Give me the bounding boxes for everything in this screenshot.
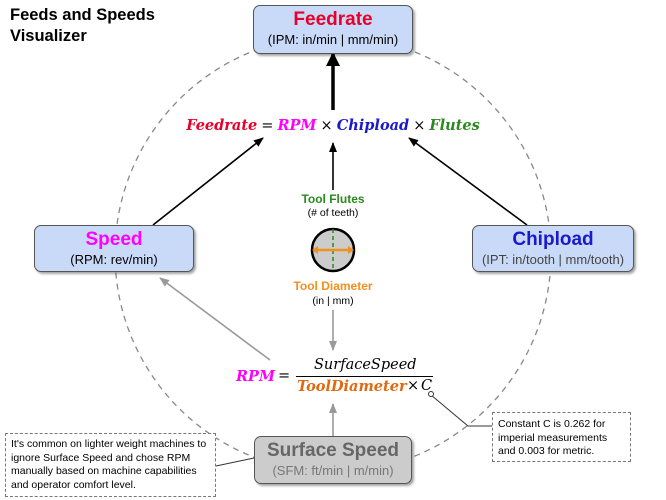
speed-label: Speed — [85, 229, 143, 250]
rpm-formula-rpm-term: RPM — [236, 368, 276, 385]
chipload-units: (IPT: in/tooth | mm/tooth) — [481, 252, 625, 267]
formula-times-1: × — [320, 118, 333, 134]
tool-diameter-label: Tool Diameter — [293, 279, 373, 293]
chipload-label: Chipload — [512, 229, 594, 250]
arrow-rpm-to-speed — [159, 277, 271, 361]
feedrate-label: Feedrate — [293, 9, 373, 30]
surface-speed-box: Surface Speed (SFM: ft/min | m/min) — [254, 436, 412, 484]
note-right-connector — [430, 394, 492, 427]
note-left-connector — [215, 457, 255, 467]
note-surface-speed-text: It's common on lighter weight machines t… — [11, 438, 207, 491]
feedrate-units: (IPM: in/min | mm/min) — [267, 32, 399, 47]
formula-feedrate-term: Feedrate — [186, 117, 258, 134]
rpm-formula-equals: = — [278, 368, 291, 384]
note-right-anchor — [428, 391, 434, 397]
arrow-chipload-to-formula — [408, 137, 528, 226]
rpm-formula-numerator: SurfaceSpeed — [314, 357, 417, 373]
arrow-speed-to-formula — [152, 137, 264, 226]
rpm-formula: RPM = SurfaceSpeed ToolDiameter × C — [234, 356, 440, 396]
note-constant-c: Constant C is 0.262 for imperial measure… — [492, 412, 631, 462]
tool-diameter-sub: (in | mm) — [312, 295, 354, 307]
note-constant-c-text: Constant C is 0.262 for imperial measure… — [498, 418, 608, 457]
speed-units: (RPM: rev/min) — [70, 252, 158, 267]
rpm-formula-constant: C — [421, 378, 433, 394]
tool-icon — [310, 227, 356, 273]
formula-times-2: × — [413, 118, 426, 134]
title-line-1: Feeds and Speeds — [10, 6, 155, 24]
feedrate-box: Feedrate (IPM: in/min | mm/min) — [253, 5, 413, 54]
formula-equals: = — [261, 118, 274, 134]
chipload-box: Chipload (IPT: in/tooth | mm/tooth) — [472, 225, 634, 272]
rpm-formula-fraction-bar — [296, 376, 433, 378]
rpm-formula-denominator: ToolDiameter — [297, 378, 407, 395]
rpm-formula-times: × — [407, 378, 420, 394]
speed-box: Speed (RPM: rev/min) — [34, 225, 194, 272]
tool-flutes-label: Tool Flutes — [301, 192, 365, 206]
tool-flutes-sub: (# of teeth) — [307, 207, 359, 219]
feedrate-formula: Feedrate = RPM × Chipload × Flutes — [180, 117, 486, 134]
page-title: Feeds and Speeds Visualizer — [10, 5, 155, 47]
formula-chipload-term: Chipload — [336, 117, 410, 134]
formula-flutes-term: Flutes — [429, 117, 480, 134]
formula-rpm-term: RPM — [277, 117, 317, 134]
note-surface-speed: It's common on lighter weight machines t… — [5, 433, 216, 497]
surface-speed-units: (SFM: ft/min | m/min) — [272, 463, 394, 478]
surface-speed-label: Surface Speed — [267, 440, 399, 461]
title-line-2: Visualizer — [10, 27, 87, 45]
